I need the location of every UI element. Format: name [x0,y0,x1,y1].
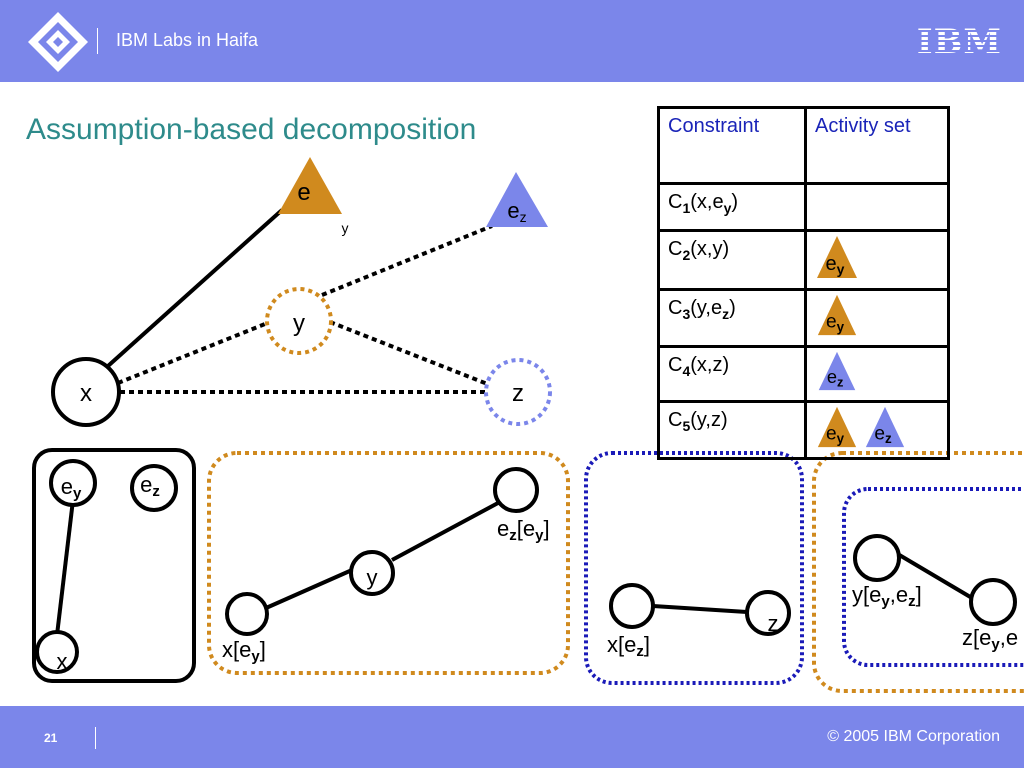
activity-ey-icon: ey [817,294,857,336]
copyright: © 2005 IBM Corporation [827,728,1000,745]
activity-ey-icon: ey [817,406,857,448]
node-z [484,358,552,426]
panel-3-border [584,451,804,685]
node-y [265,287,333,355]
p2-node-ez [493,467,539,513]
p2-node-y [349,550,395,596]
header-constraint: Constraint [657,106,807,185]
p1-node-ez [130,464,178,512]
constraint-cell: C2(x,y) [657,229,807,291]
p2-node-x [225,592,269,636]
p2-ez-label: ez[ey] [497,516,550,544]
slide-title: Assumption-based decomposition [26,113,477,146]
p1-node-x [35,630,79,674]
panel-4-inner-border [842,487,1024,667]
constraint-cell: C3(y,ez) [657,288,807,348]
activity-cell: ey [804,288,950,348]
footer-divider [95,727,96,749]
p4-node-z [969,578,1017,626]
edge-x-ey [106,208,284,368]
ibm-brand-logo: IBM [916,22,1002,62]
activity-ey-icon: ey [817,236,857,278]
table-row: C1(x,ey) [657,182,950,232]
p1-ez-label: ez [140,472,160,500]
edge-x-y [117,320,271,385]
constraint-table: Constraint Activity set C1(x,ey) C2(x,y)… [657,106,950,460]
footer-bar [0,706,1024,768]
node-ey-sub: y [342,220,349,236]
header-divider [97,28,98,54]
table-row: C3(y,ez) ey [657,288,950,348]
table-row: C2(x,y) ey [657,229,950,291]
activity-cell: ez [804,345,950,403]
constraint-cell: C4(x,z) [657,345,807,403]
panel-1-border [32,448,196,683]
panel-2-border [207,451,570,675]
constraint-cell: C5(y,z) [657,400,807,460]
p4-z-label: z[ey,e [962,625,1018,653]
p2-y-label: y [367,565,378,590]
page-number: 21 [44,731,58,745]
node-y-label: y [293,310,305,337]
header-org: IBM Labs in Haifa [116,30,259,50]
p4-y-label: y[ey,ez] [852,582,922,610]
p2-x-label: x[ey] [222,637,266,665]
p4-node-y [853,534,901,582]
p2-edge-y-ez [391,501,499,562]
p3-edge [652,604,748,614]
node-x [51,357,121,427]
p2-edge-x-y [265,568,353,610]
node-ez-triangle [486,172,548,227]
p3-node-x [609,583,655,629]
activity-ez-icon: ez [865,406,905,448]
node-z-label: z [512,380,524,407]
node-x-label: x [80,380,92,407]
node-ey-label: e [297,179,310,206]
activity-cell [804,182,950,232]
p3-node-z [745,590,791,636]
edge-y-z [329,320,491,387]
activity-ez-icon: ez [818,351,856,391]
node-ey-triangle [278,157,342,214]
ibm-diamond-logo-icon [28,12,88,72]
p1-node-ey [49,459,97,507]
p4-edge [894,551,974,600]
activity-cell: ey [804,229,950,291]
node-ez-label: ez [507,198,526,225]
p3-x-label: x[ez] [607,632,650,660]
table-row: C4(x,z) ez [657,345,950,403]
p1-ey-label: ey [61,474,82,502]
table-header-row: Constraint Activity set [657,106,950,185]
constraint-cell: C1(x,ey) [657,182,807,232]
header-activity-set: Activity set [804,106,950,185]
header-bar [0,0,1024,82]
p1-edge [55,499,75,636]
edge-y-ez [321,224,493,297]
p3-z-label: z [768,611,779,636]
p1-x-label: x [57,649,68,674]
